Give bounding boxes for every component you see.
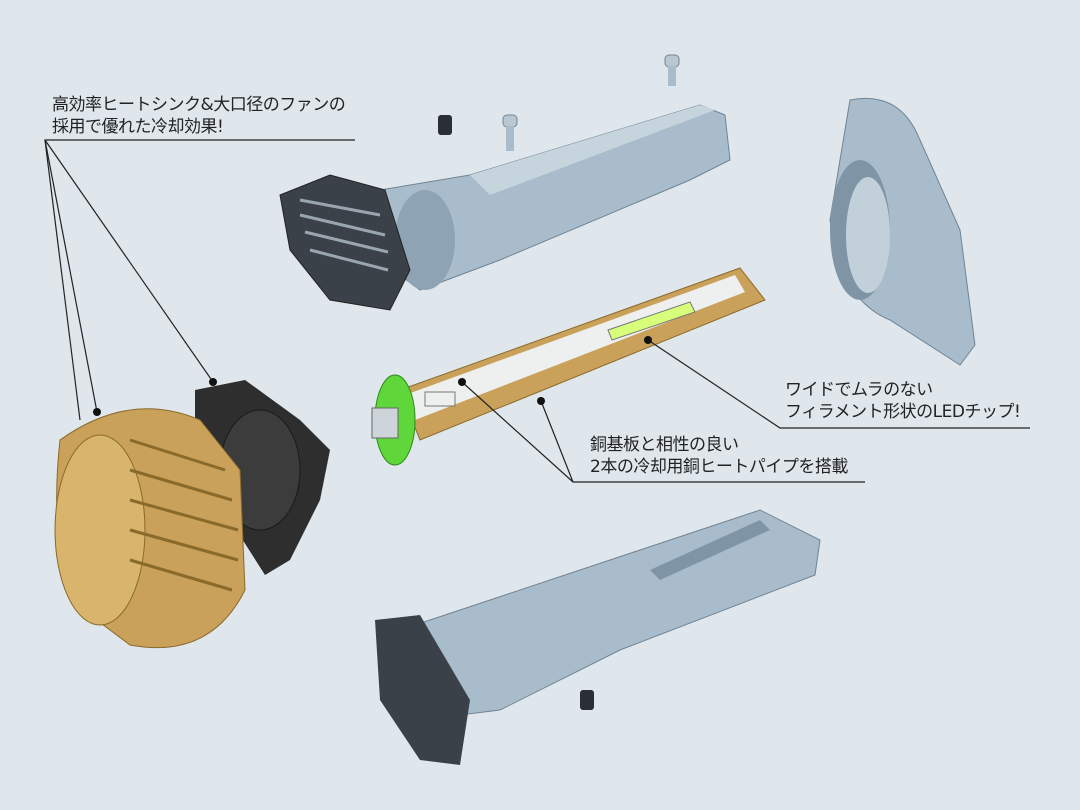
- led-board: [371, 267, 766, 466]
- callout-led-chip: ワイドでムラのない フィラメント形状のLEDチップ!: [785, 379, 1021, 423]
- callout-heat-pipe: 銅基板と相性の良い 2本の冷却用銅ヒートパイプを搭載: [590, 434, 848, 478]
- heatsink: [54, 408, 246, 649]
- callout-text: 2本の冷却用銅ヒートパイプを搭載: [590, 457, 848, 477]
- callout-text: 採用で優れた冷却効果!: [52, 117, 224, 137]
- screws: [438, 54, 680, 710]
- callout-text: 高効率ヒートシンク&大口径のファンの: [52, 95, 346, 115]
- callout-heatsink-fan: 高効率ヒートシンク&大口径のファンの 採用で優れた冷却効果!: [52, 94, 346, 138]
- callout-dots: [93, 336, 652, 416]
- upper-housing: [279, 104, 731, 311]
- callout-text: フィラメント形状のLEDチップ!: [785, 402, 1021, 422]
- callout-lines: [44, 139, 1030, 483]
- lower-housing: [375, 509, 821, 765]
- callout-text: ワイドでムラのない: [785, 380, 933, 400]
- callout-text: 銅基板と相性の良い: [590, 435, 739, 455]
- bulb-collar: [829, 97, 976, 366]
